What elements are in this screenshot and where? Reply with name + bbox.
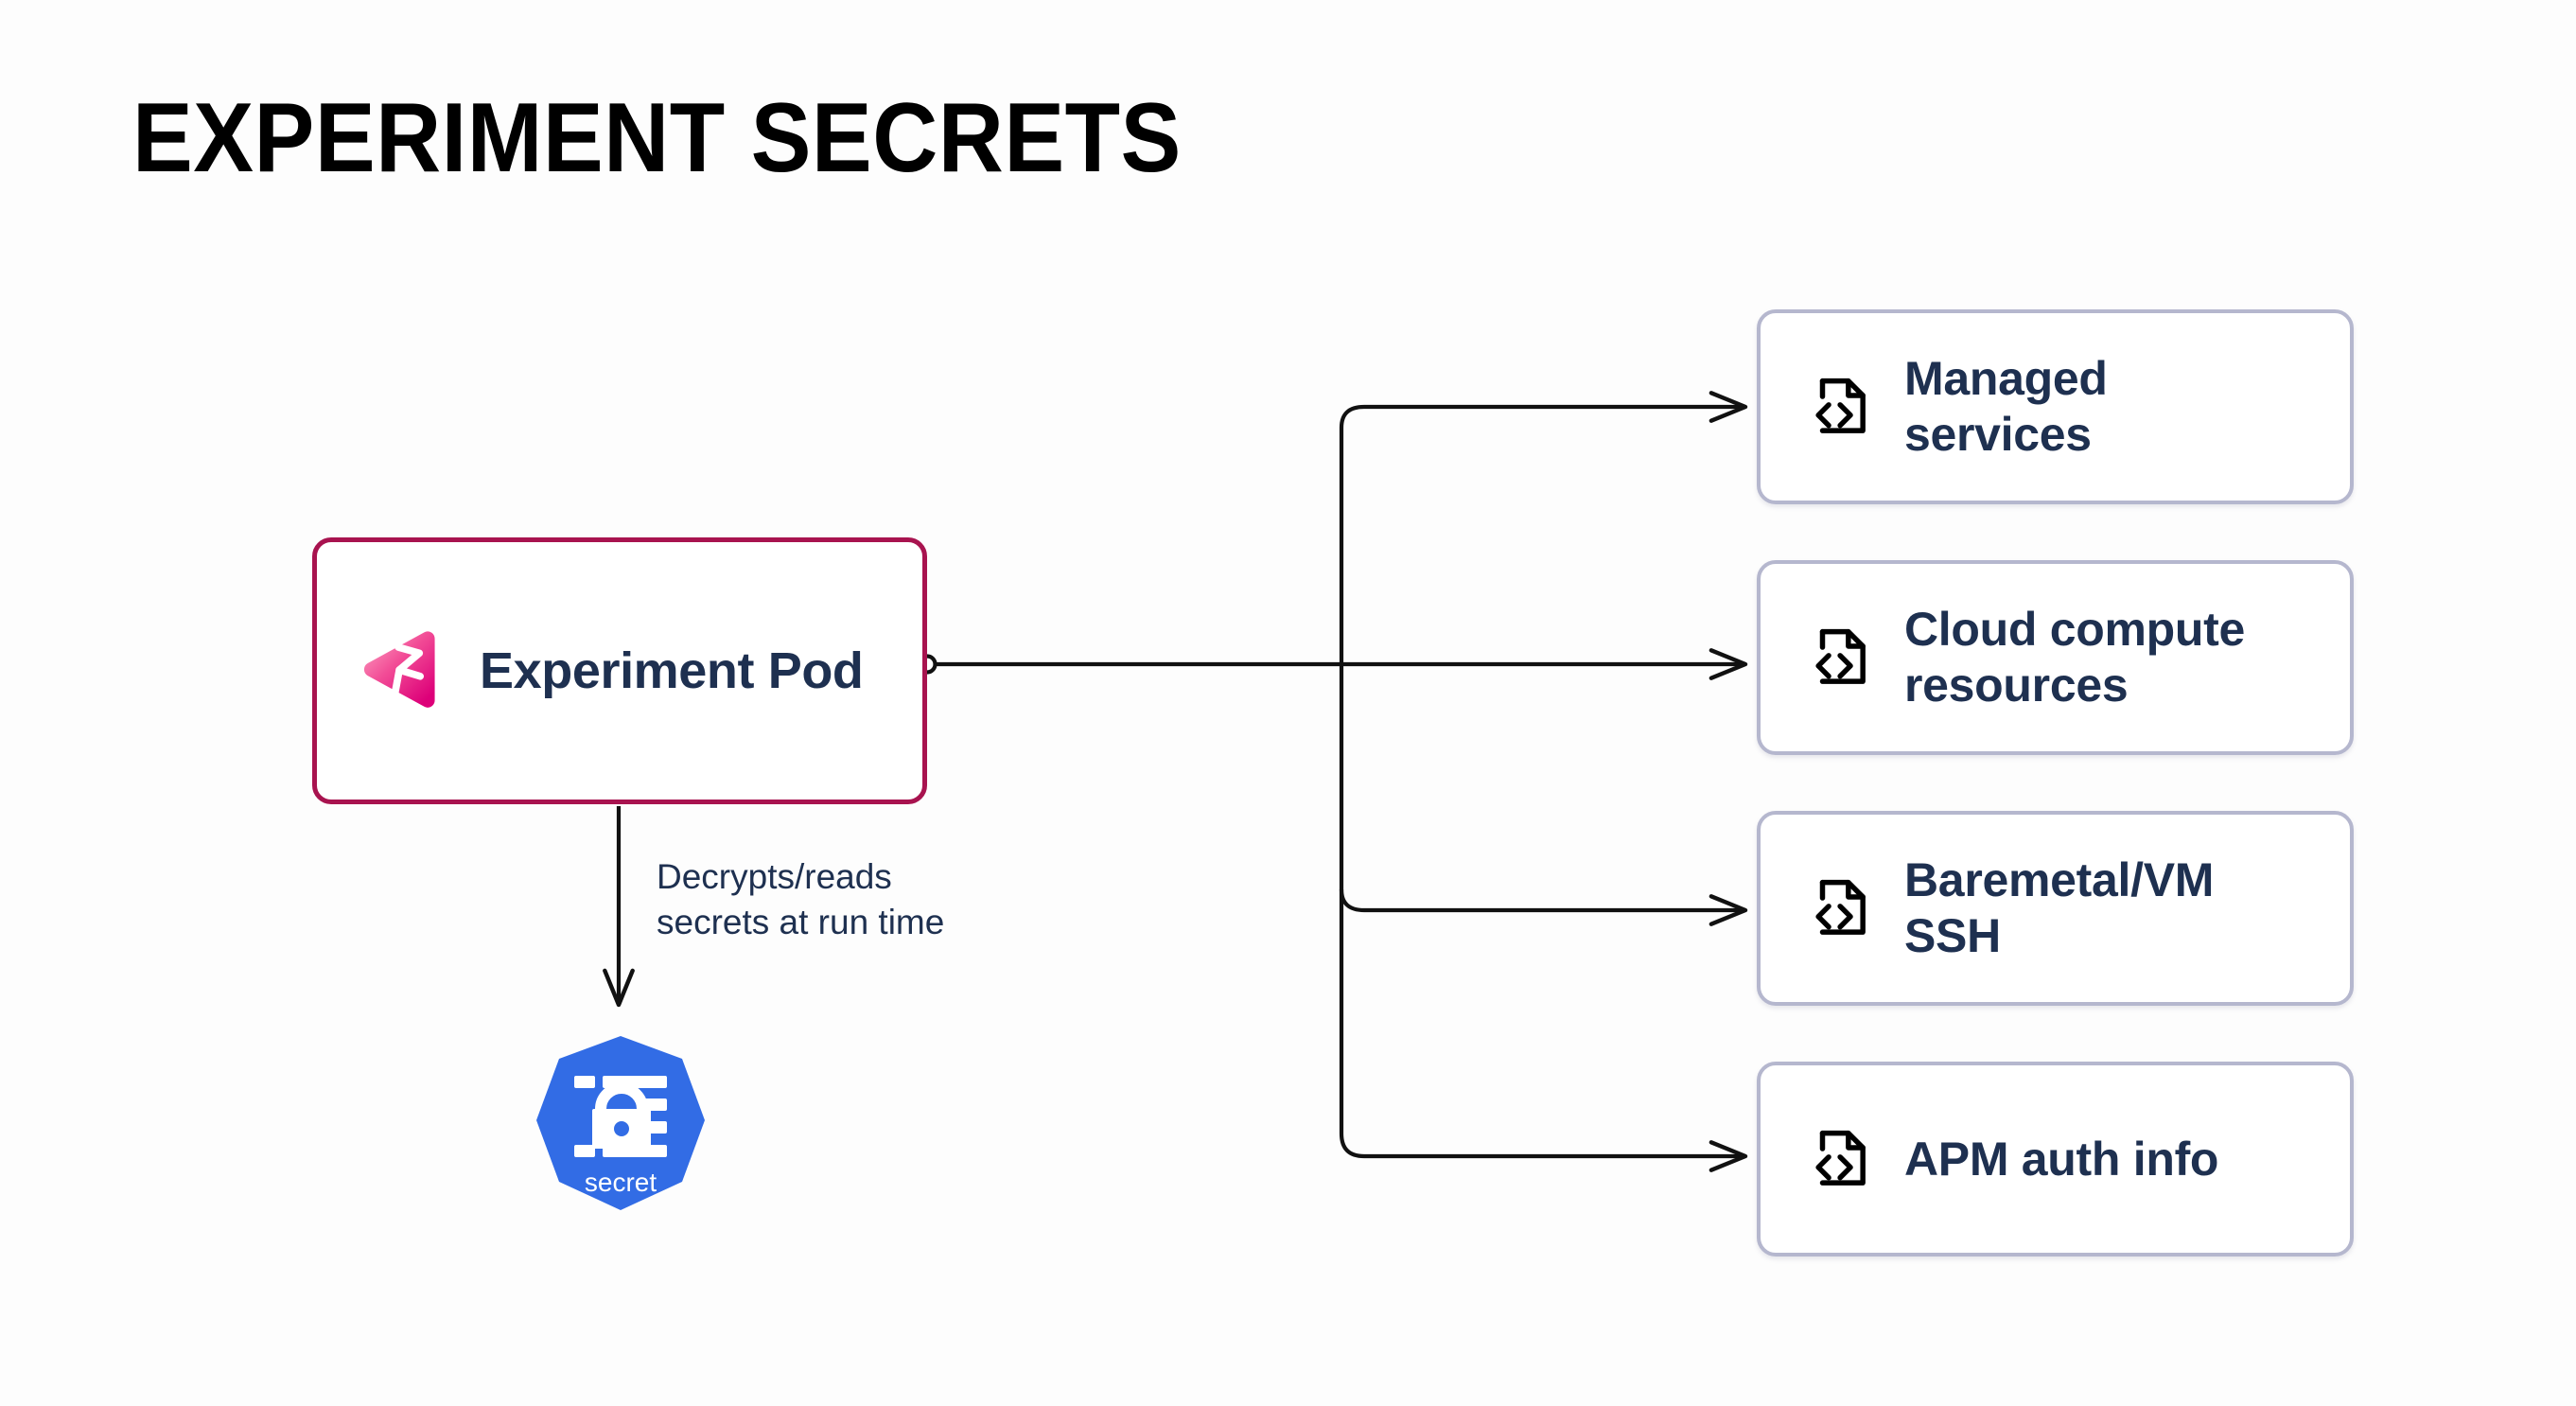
target-card-label-line2: resources [1904, 659, 2129, 712]
target-card-managed-services[interactable]: Managed services [1757, 309, 2354, 504]
gremlin-logo-icon [357, 625, 447, 716]
page-title: EXPERIMENT SECRETS [132, 83, 1182, 193]
target-card-label-line1: Cloud compute [1904, 603, 2245, 656]
target-card-label: Cloud compute resources [1904, 602, 2245, 713]
decrypt-note-line1: Decrypts/reads [657, 857, 892, 896]
target-card-label-line1: Baremetal/VM [1904, 853, 2215, 906]
target-card-label: Baremetal/VM SSH [1904, 852, 2214, 964]
file-code-icon [1806, 624, 1872, 691]
target-card-label-line1: APM auth info [1904, 1132, 2219, 1186]
decrypt-note: Decrypts/reads secrets at run time [657, 854, 1054, 945]
connector-branch-managed-services [1339, 407, 1745, 429]
kubernetes-secret-node[interactable]: secret [533, 1033, 709, 1213]
target-card-cloud-compute-resources[interactable]: Cloud compute resources [1757, 560, 2354, 755]
target-card-label: Managed services [1904, 351, 2108, 463]
decrypt-note-line2: secrets at run time [657, 903, 945, 942]
secret-label: secret [585, 1168, 657, 1197]
target-card-apm-auth-info[interactable]: APM auth info [1757, 1062, 2354, 1257]
connector-branch-baremetal-ssh [1339, 888, 1745, 910]
experiment-pod-node[interactable]: Experiment Pod [312, 537, 927, 804]
file-code-icon [1806, 875, 1872, 941]
target-card-label: APM auth info [1904, 1132, 2218, 1187]
target-card-label-line2: SSH [1904, 909, 2001, 962]
file-code-icon [1806, 1126, 1872, 1192]
secret-lock-glyph [574, 1076, 667, 1157]
target-card-baremetal-vm-ssh[interactable]: Baremetal/VM SSH [1757, 811, 2354, 1006]
target-card-label-line2: services [1904, 408, 2092, 461]
experiment-pod-label: Experiment Pod [480, 642, 864, 699]
file-code-icon [1806, 374, 1872, 440]
target-card-label-line1: Managed [1904, 352, 2108, 405]
connector-branch-apm-auth [1339, 1133, 1745, 1156]
